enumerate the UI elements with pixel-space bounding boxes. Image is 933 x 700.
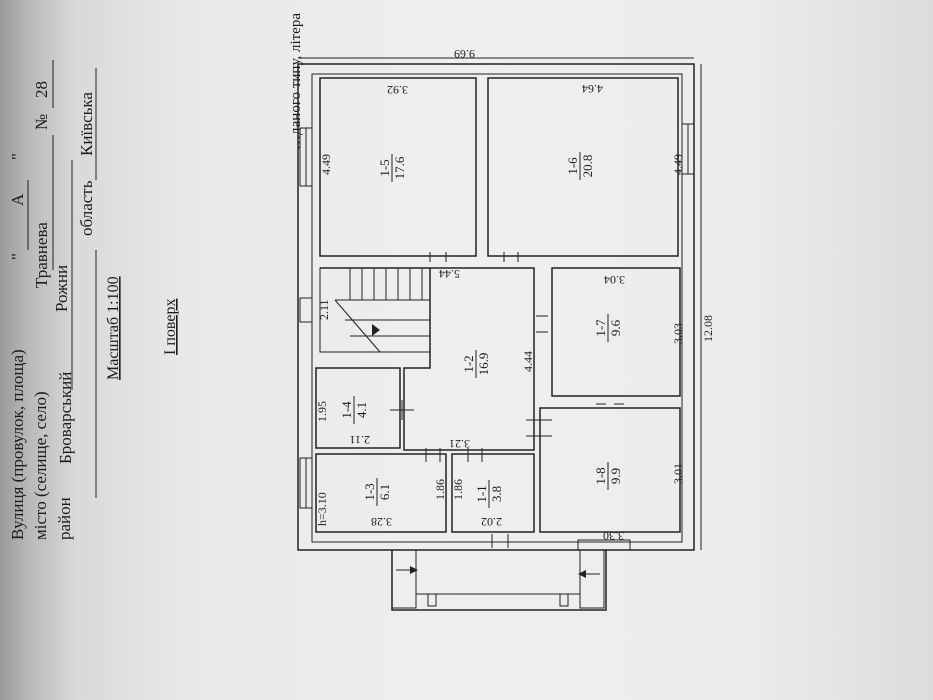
room-1-2-dim-w: 3.21 — [449, 437, 470, 451]
room-area: 4.1 — [354, 402, 369, 418]
porch-post — [427, 593, 437, 607]
room-number: 1-7 — [593, 319, 608, 337]
room-1-5-dim-w: 3.92 — [387, 83, 408, 97]
room-area: 17.6 — [392, 156, 407, 179]
room-1-4-dim-w: 2.11 — [349, 433, 370, 447]
room-1-1-dim-h: 1.86 — [451, 479, 465, 500]
porch-arrow-right — [578, 570, 586, 578]
room-1-3-dim-h: 1.86 — [433, 479, 447, 500]
window-stair — [299, 297, 313, 323]
porch-arrow-left — [410, 566, 418, 574]
room-1-6-dim-w: 4.64 — [582, 82, 603, 96]
street-label: Вулиця (провулок, площа) — [8, 349, 27, 540]
header-line-top: …даного типу, літера — [288, 13, 304, 150]
room-area: 16.9 — [476, 353, 491, 376]
city-value: Рожни — [52, 265, 71, 312]
room-1-4 — [315, 367, 401, 449]
door-marks — [390, 252, 624, 548]
room-area: 20.8 — [580, 155, 595, 178]
room-1-8 — [539, 407, 681, 533]
region-value: Київська — [77, 92, 96, 156]
room-1-2-dim-len: 5.44 — [439, 267, 460, 281]
height-note: h=3.10 — [315, 492, 329, 526]
room-1-5-dim-h: 4.49 — [319, 154, 333, 175]
stair-outline — [319, 267, 431, 353]
district-label: район — [55, 497, 74, 540]
room-1-8-dim-h: 3.01 — [671, 463, 685, 484]
room-1-3-dim-w: 3.28 — [371, 515, 392, 529]
room-number: 1-8 — [593, 467, 608, 484]
number-label: № — [32, 114, 51, 130]
room-number: 1-4 — [339, 401, 354, 419]
scale-label: Масштаб 1:100 — [105, 276, 122, 380]
room-number: 1-3 — [362, 483, 377, 500]
room-1-4-dim-h: 1.95 — [315, 401, 329, 422]
header-form: …даного типу, літера Вулиця (провулок, п… — [8, 13, 304, 540]
room-1-6-dim-h: 4.49 — [671, 154, 685, 175]
street-value: Травнева — [32, 222, 51, 288]
porch-post — [559, 593, 569, 607]
room-1-2-dim-h: 4.44 — [521, 351, 535, 372]
quote-close: " — [8, 153, 27, 160]
outer-wall — [297, 63, 695, 551]
room-1-8-dim-w: 3.30 — [603, 529, 624, 543]
number-value: 28 — [32, 81, 51, 98]
overall-dim-top: 9.69 — [454, 47, 475, 61]
room-1-7 — [551, 267, 681, 397]
room-number: 1-2 — [461, 355, 476, 372]
room-1-5 — [319, 77, 477, 257]
stair-diag — [334, 299, 381, 353]
porch-step-left — [391, 549, 417, 609]
room-number: 1-6 — [565, 157, 580, 175]
room-area: 9.6 — [608, 319, 623, 336]
stair-dim: 2.11 — [317, 299, 331, 320]
region-label: область — [77, 180, 96, 236]
city-label: місто (селище, село) — [31, 391, 50, 540]
district-value: Броварський — [56, 372, 75, 464]
room-area: 9.9 — [608, 468, 623, 484]
room-area: 3.8 — [489, 486, 504, 502]
room-1-7-dim-h: 3.03 — [671, 323, 685, 344]
room-1-6 — [487, 77, 679, 257]
room-1-3 — [315, 453, 447, 533]
quote-open: " — [8, 253, 27, 260]
room-number: 1-5 — [377, 159, 392, 176]
room-1-1 — [451, 453, 535, 533]
outer-wall-inner — [311, 73, 683, 543]
staircase: 2.11 — [317, 267, 431, 353]
room-1-2 — [320, 267, 535, 451]
floor-plan: 9.69 12.08 3.92 4.49 4.64 4.49 5.44 4.44… — [297, 47, 715, 611]
room-number: 1-1 — [474, 485, 489, 502]
stair-arrow — [372, 324, 380, 336]
porch — [391, 549, 607, 611]
litera-value: А — [8, 193, 27, 206]
floor-title: І поверх — [162, 299, 179, 355]
porch-outline — [391, 550, 607, 611]
room-1-1-dim-w: 2.02 — [481, 515, 502, 529]
overall-dim-right: 12.08 — [701, 315, 715, 342]
room-1-7-dim-w: 3.04 — [604, 273, 625, 287]
porch-step-right — [579, 549, 605, 609]
room-area: 6.1 — [377, 484, 392, 500]
